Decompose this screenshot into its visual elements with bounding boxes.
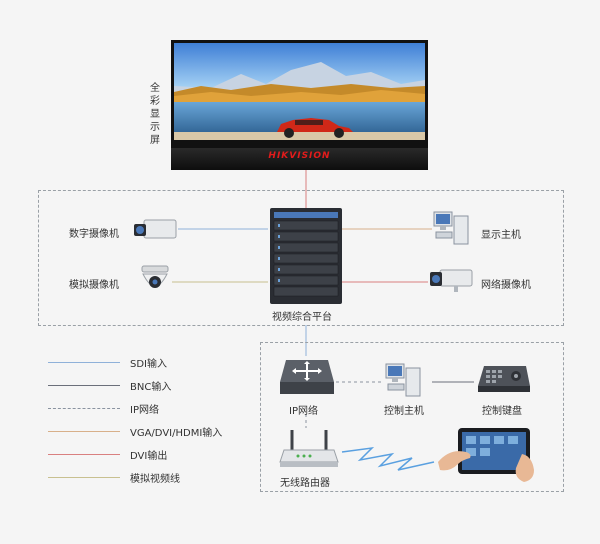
legend-label: BNC输入 (130, 382, 172, 393)
display-screen-image (171, 40, 428, 170)
control-keyboard-label: 控制键盘 (482, 406, 522, 417)
tablet-icon (436, 424, 536, 488)
legend-line (48, 385, 120, 386)
lower-zone (260, 342, 564, 492)
legend-line (48, 454, 120, 455)
analog-camera-icon (138, 264, 172, 302)
wireless-router-icon (278, 428, 340, 474)
display-screen: HIKVISION (171, 40, 428, 170)
legend-label: VGA/DVI/HDMI输入 (130, 428, 223, 439)
network-camera-icon (428, 266, 474, 298)
wireless-router-label: 无线路由器 (280, 478, 330, 489)
control-host-label: 控制主机 (384, 406, 424, 417)
display-host-icon (432, 210, 472, 250)
network-camera-label: 网络摄像机 (481, 280, 531, 291)
legend-line (48, 362, 120, 363)
screen-label: 全彩显示屏 (150, 83, 160, 146)
legend-line (48, 408, 120, 409)
ip-network-label: IP网络 (289, 406, 318, 417)
ip-network-icon (278, 356, 336, 404)
platform-label: 视频综合平台 (272, 312, 332, 323)
upper-zone (38, 190, 564, 326)
legend-line (48, 477, 120, 478)
legend-label: 模拟视频线 (130, 474, 180, 485)
control-host-icon (384, 362, 424, 402)
legend-line (48, 431, 120, 432)
legend-label: IP网络 (130, 405, 159, 416)
digital-camera-label: 数字摄像机 (69, 229, 119, 240)
analog-camera-label: 模拟摄像机 (69, 280, 119, 291)
video-platform (270, 208, 342, 304)
control-keyboard-icon (476, 364, 532, 398)
legend-label: DVI输出 (130, 451, 168, 462)
brand-logo: HIKVISION (268, 151, 331, 161)
display-host-label: 显示主机 (481, 230, 521, 241)
legend-label: SDI输入 (130, 359, 167, 370)
digital-camera-icon (132, 216, 178, 248)
